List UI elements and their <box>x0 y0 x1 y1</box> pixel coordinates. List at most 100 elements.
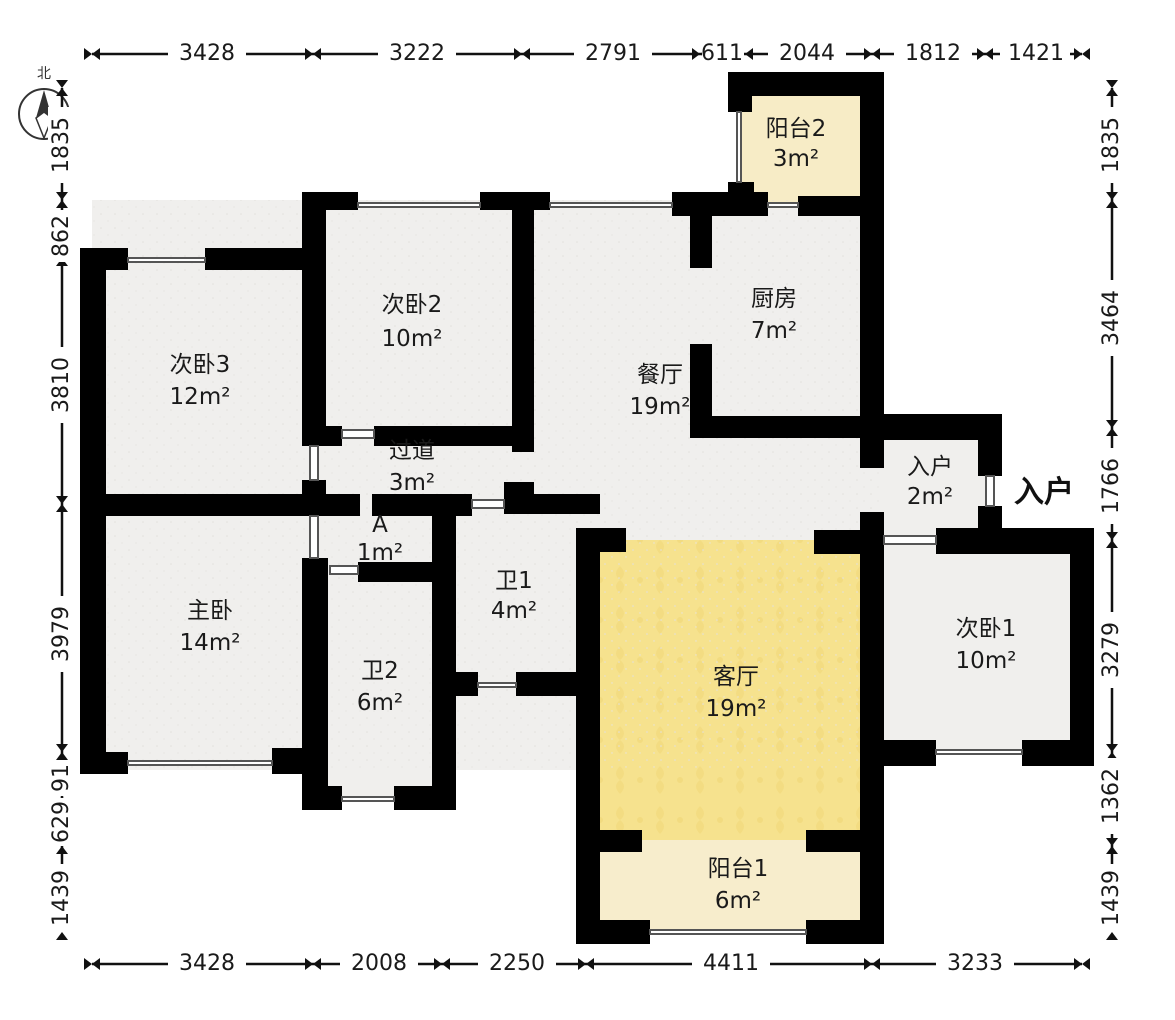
dim-tick-bottom <box>578 958 594 970</box>
dim-right-3: 1766 <box>1099 458 1124 514</box>
dim-tick-left <box>56 744 68 760</box>
room-bath2: 卫2 6m² <box>357 658 403 716</box>
dim-tick-right <box>1106 80 1118 96</box>
room-name: 次卧1 <box>956 616 1017 642</box>
dim-top-6: 1812 <box>905 41 961 66</box>
floor-balcony2 <box>740 84 868 202</box>
room-area: 10m² <box>382 326 443 352</box>
room-entry: 入户 2m² <box>907 454 953 510</box>
compass-label: 北 <box>37 66 51 82</box>
walls <box>80 72 1094 944</box>
dim-bottom-5: 3233 <box>947 951 1003 976</box>
dim-right-2: 3464 <box>1099 290 1124 346</box>
room-name: 餐厅 <box>637 362 683 388</box>
room-area: 19m² <box>630 394 691 420</box>
room-master: 主卧 14m² <box>180 598 241 656</box>
dim-tick-right <box>1106 420 1118 436</box>
dim-tick-top <box>1074 48 1090 60</box>
dimension-right: 1835 3464 1766 3279 1362 1439 <box>1098 107 1126 932</box>
dim-tick-left <box>56 192 68 208</box>
dim-right-5: 1362 <box>1099 768 1124 824</box>
room-name: 次卧2 <box>382 292 443 318</box>
dim-tick-left <box>56 496 68 512</box>
dim-right-6: 1439 <box>1099 870 1124 926</box>
room-area: 7m² <box>751 318 797 344</box>
dim-tick-top <box>977 48 993 60</box>
windows <box>127 111 1023 935</box>
dim-tick-top <box>84 48 100 60</box>
room-labels: 阳台2 3m² 次卧2 10m² 厨房 7m² 次卧3 12m² 餐厅 19m²… <box>170 116 1017 914</box>
dim-tick-right <box>1106 744 1118 760</box>
floor-bedroom1 <box>872 540 1077 755</box>
dim-left-4: 3979 <box>49 606 74 662</box>
dim-tick-bottom <box>434 958 450 970</box>
dim-top-4: 611 <box>701 41 743 66</box>
dim-tick-left <box>56 80 68 96</box>
room-area: 2m² <box>907 484 953 510</box>
dim-left-2: 862 <box>49 215 74 257</box>
dim-tick-top <box>514 48 530 60</box>
room-area: 19m² <box>706 696 767 722</box>
room-area: 3m² <box>773 146 819 172</box>
entrance-label: 入户 <box>1014 475 1074 510</box>
room-area: 3m² <box>389 470 435 496</box>
room-name: 次卧3 <box>170 352 231 378</box>
room-area: 12m² <box>170 384 231 410</box>
room-name: 阳台2 <box>766 116 827 142</box>
dim-tick-bottom <box>84 958 100 970</box>
dim-bottom-2: 2008 <box>351 951 407 976</box>
room-bath1: 卫1 4m² <box>491 568 537 624</box>
dim-tick-right <box>1106 838 1118 854</box>
room-name: 入户 <box>907 454 953 480</box>
dim-bottom-4: 4411 <box>703 951 759 976</box>
room-corridor: 过道 3m² <box>389 438 435 496</box>
dim-left-1: 1835 <box>49 117 74 173</box>
room-kitchen: 厨房 7m² <box>751 286 797 344</box>
room-area: 14m² <box>180 630 241 656</box>
dim-tick-bottom <box>864 958 880 970</box>
room-area: 10m² <box>956 648 1017 674</box>
room-bedroom2: 次卧2 10m² <box>382 292 443 352</box>
floor-entry <box>872 430 992 545</box>
dim-tick-right <box>1106 532 1118 548</box>
room-area: 6m² <box>357 690 403 716</box>
dim-left-7: 1439 <box>49 870 74 926</box>
dim-left-5: 91 <box>49 764 74 792</box>
dimension-top: 3428 3222 2791 611 2044 1812 1421 <box>168 40 1070 68</box>
dim-top-2: 3222 <box>389 41 445 66</box>
room-bedroom1: 次卧1 10m² <box>956 616 1017 674</box>
floors <box>92 84 1077 935</box>
dimension-left: 1835 862 3810 3979 91 629 1439 <box>48 107 76 932</box>
room-name: 厨房 <box>751 286 797 312</box>
dim-tick-bottom <box>1074 958 1090 970</box>
room-area: 1m² <box>357 540 403 566</box>
room-dining: 餐厅 19m² <box>630 362 691 420</box>
dim-bottom-1: 3428 <box>179 951 235 976</box>
dim-right-1: 1835 <box>1099 117 1124 173</box>
room-a: A 1m² <box>357 512 403 566</box>
dim-tick-top <box>305 48 321 60</box>
dim-tick-top <box>864 48 880 60</box>
dim-top-5: 2044 <box>779 41 835 66</box>
dim-right-4: 3279 <box>1099 622 1124 678</box>
room-name: 卫2 <box>361 658 399 684</box>
room-name: A <box>372 512 388 538</box>
room-balcony2: 阳台2 3m² <box>766 116 827 172</box>
dimension-bottom: 3428 2008 2250 4411 3233 <box>168 950 1014 978</box>
dim-top-7: 1421 <box>1008 41 1064 66</box>
dim-left-3: 3810 <box>49 357 74 413</box>
room-bedroom3: 次卧3 12m² <box>170 352 231 410</box>
room-area: 6m² <box>715 888 761 914</box>
room-balcony1: 阳台1 6m² <box>708 856 769 914</box>
dim-left-6: 629 <box>49 801 74 843</box>
dim-tick-bottom <box>305 958 321 970</box>
floor-balcony1 <box>590 840 862 935</box>
dim-top-1: 3428 <box>179 41 235 66</box>
dim-bottom-3: 2250 <box>489 951 545 976</box>
room-name: 阳台1 <box>708 856 769 882</box>
room-living: 客厅 19m² <box>706 664 767 722</box>
dim-top-3: 2791 <box>585 41 641 66</box>
room-name: 过道 <box>389 438 435 464</box>
room-name: 卫1 <box>495 568 533 594</box>
